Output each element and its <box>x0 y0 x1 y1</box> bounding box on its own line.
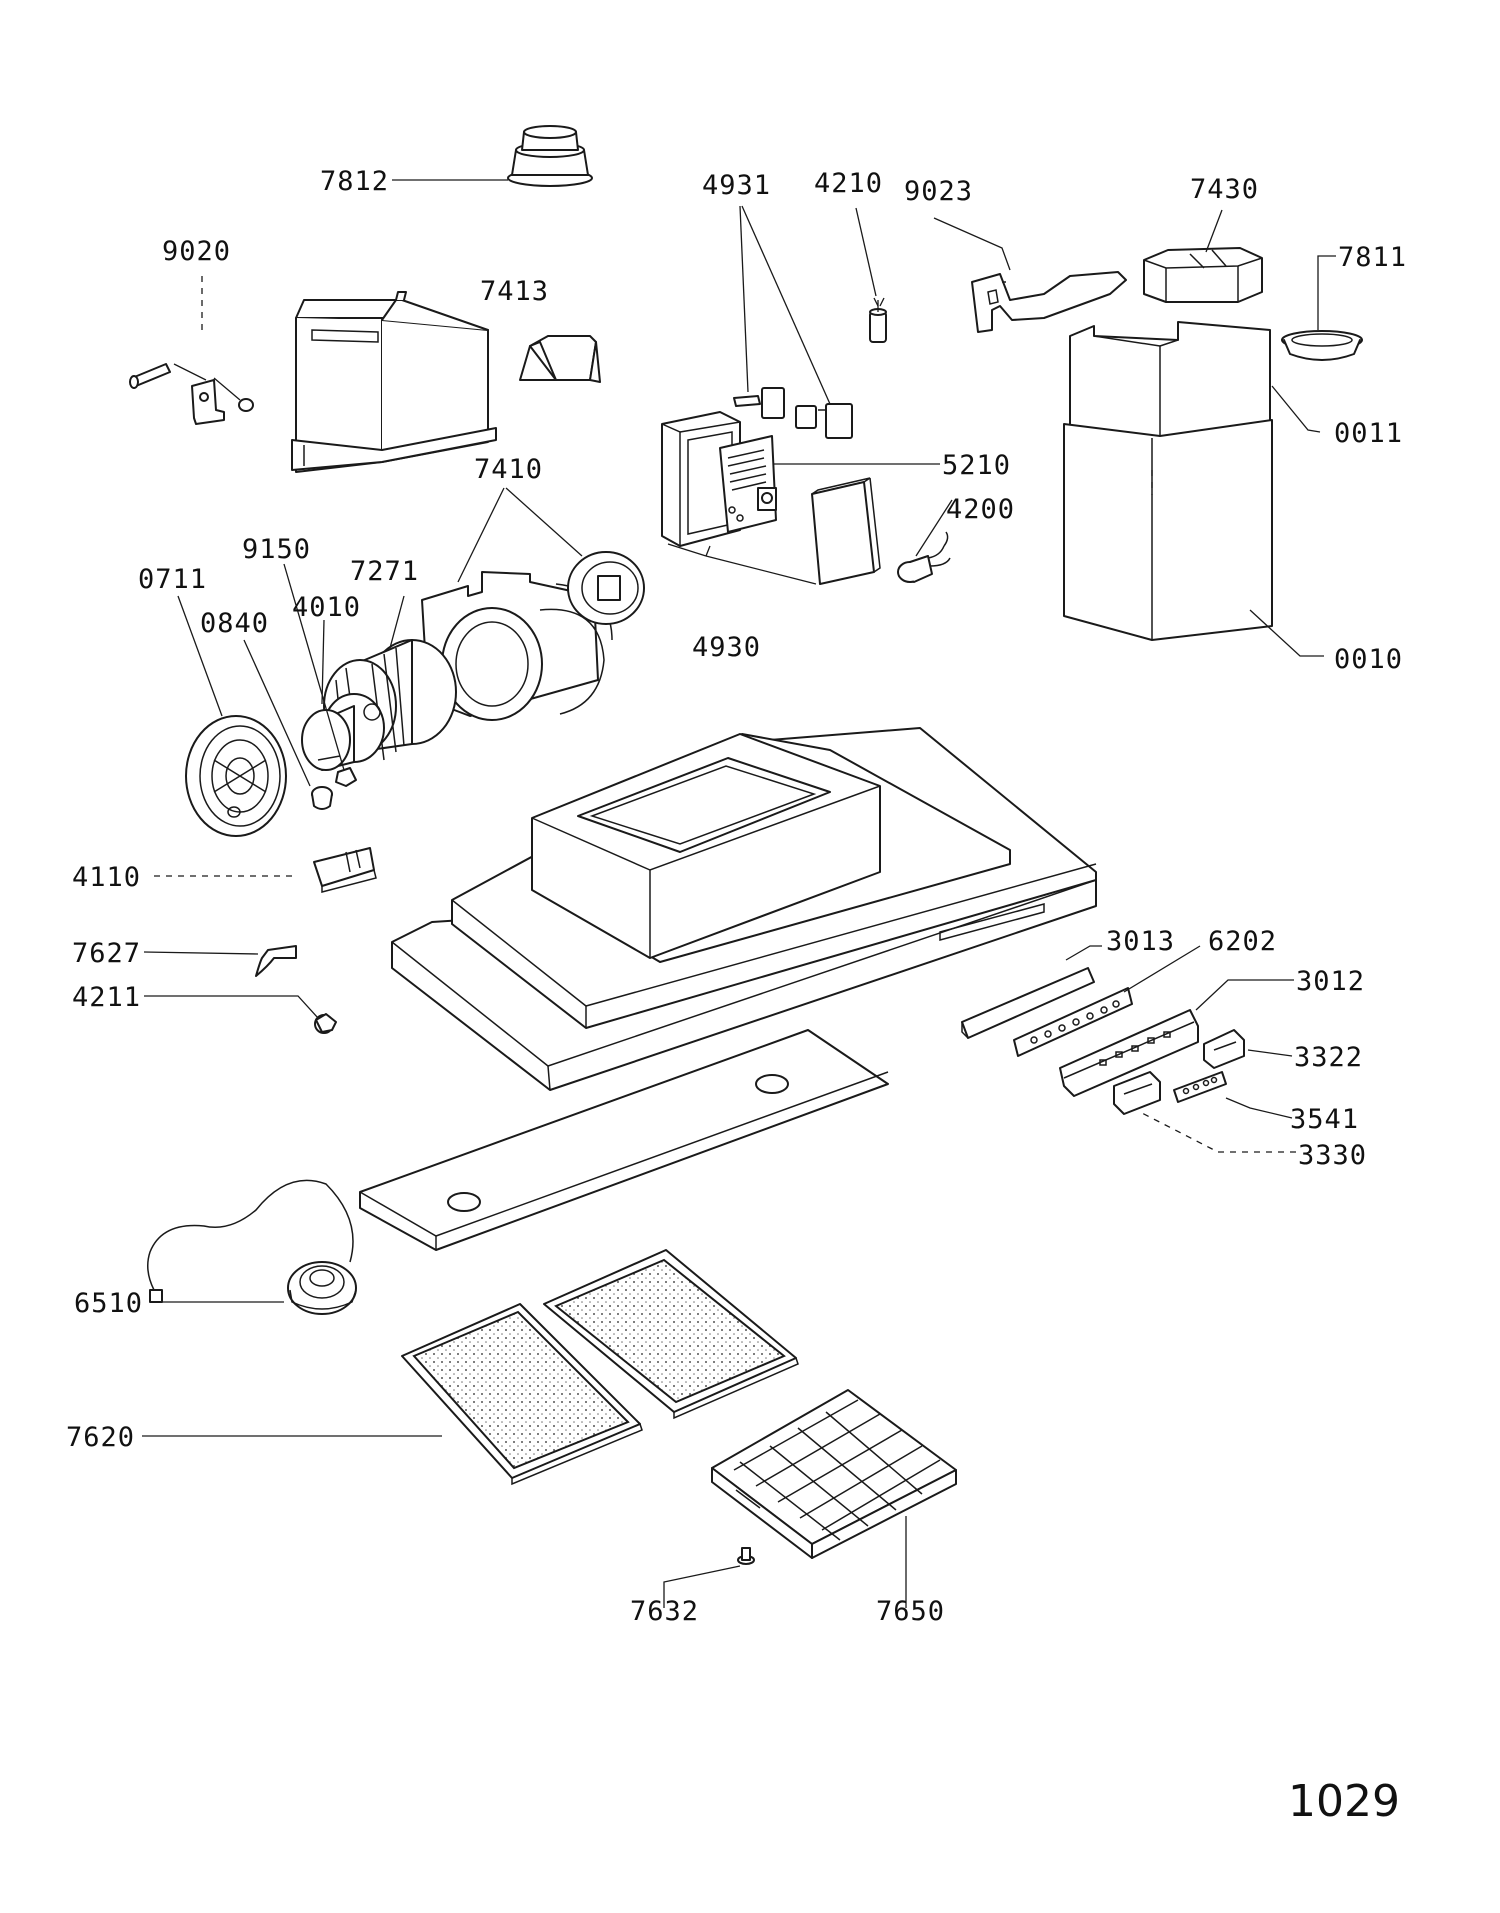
label-3013: 3013 <box>1106 926 1175 957</box>
label-7413: 7413 <box>480 276 549 307</box>
label-7650: 7650 <box>876 1596 945 1627</box>
part-0010-lower-chimney <box>1063 419 1273 641</box>
label-7812: 7812 <box>320 166 389 197</box>
leader-lines <box>142 179 1336 1608</box>
part-7812-cap <box>507 125 593 187</box>
part-7410-blower-housing <box>421 571 613 721</box>
label-7620: 7620 <box>66 1422 135 1453</box>
part-7632-screw <box>737 1547 755 1565</box>
part-7410-inlet-ring <box>567 551 645 625</box>
page-number: 1029 <box>1288 1776 1400 1827</box>
part-7413-housing-box <box>291 291 497 473</box>
part-0840-bushing <box>311 786 333 810</box>
label-7410: 7410 <box>474 454 543 485</box>
part-9150-nut <box>335 767 357 787</box>
part-0711-inlet-guard <box>185 715 287 837</box>
label-0011: 0011 <box>1334 418 1403 449</box>
label-0711: 0711 <box>138 564 207 595</box>
part-6510-lamp-cable <box>147 1179 357 1315</box>
part-7430-octagon-adapter <box>1143 247 1263 303</box>
label-9023: 9023 <box>904 176 973 207</box>
part-7627-clip <box>255 945 297 977</box>
label-4110: 4110 <box>72 862 141 893</box>
label-4211: 4211 <box>72 982 141 1013</box>
label-7271: 7271 <box>350 556 419 587</box>
label-9020: 9020 <box>162 236 231 267</box>
part-9023-bracket <box>971 271 1127 333</box>
label-9150: 9150 <box>242 534 311 565</box>
part-4931-relays <box>733 387 853 439</box>
part-3330-switch-module <box>1113 1071 1161 1115</box>
label-4931: 4931 <box>702 170 771 201</box>
label-4210: 4210 <box>814 168 883 199</box>
part-7620-grease-filter-left <box>401 1303 643 1486</box>
label-0840: 0840 <box>200 608 269 639</box>
part-4930-cover-plate <box>811 477 881 585</box>
label-7811: 7811 <box>1338 242 1407 273</box>
label-6202: 6202 <box>1208 926 1277 957</box>
part-4010-motor <box>301 693 385 771</box>
label-3012: 3012 <box>1296 966 1365 997</box>
part-4211-knob <box>314 1013 337 1034</box>
part-3013-strip <box>961 967 1095 1039</box>
part-3541-led-strip <box>1173 1071 1227 1103</box>
label-0010: 0010 <box>1334 644 1403 675</box>
part-labels: 7812 4931 4210 9023 7430 9020 7811 7413 … <box>66 166 1407 1827</box>
label-7632: 7632 <box>630 1596 699 1627</box>
label-3322: 3322 <box>1294 1042 1363 1073</box>
part-5210-pcb <box>719 435 777 533</box>
part-7650-charcoal-filter <box>711 1389 957 1559</box>
part-9020-fixings <box>129 363 254 425</box>
label-3541: 3541 <box>1290 1104 1359 1135</box>
label-6510: 6510 <box>74 1288 143 1319</box>
part-6202-control-strip <box>1013 987 1133 1057</box>
label-5210: 5210 <box>942 450 1011 481</box>
part-4110-terminal-block <box>313 847 377 893</box>
part-canopy-motor-box <box>531 733 881 959</box>
label-4930: 4930 <box>692 632 761 663</box>
label-4200: 4200 <box>946 494 1015 525</box>
part-7811-ring <box>1281 330 1363 361</box>
part-7620-grease-filter-right <box>543 1249 799 1420</box>
label-7430: 7430 <box>1190 174 1259 205</box>
part-4210-lamp <box>869 297 887 343</box>
part-0011-upper-chimney <box>1069 321 1271 441</box>
label-3330: 3330 <box>1298 1140 1367 1171</box>
part-3012-control-panel <box>1059 1009 1199 1097</box>
part-3322-switch <box>1203 1029 1245 1069</box>
part-filter-frame-plate <box>359 1029 889 1251</box>
label-7627: 7627 <box>72 938 141 969</box>
label-4010: 4010 <box>292 592 361 623</box>
part-4200-lamp-socket <box>897 531 951 583</box>
part-7413-adapter <box>519 335 601 383</box>
